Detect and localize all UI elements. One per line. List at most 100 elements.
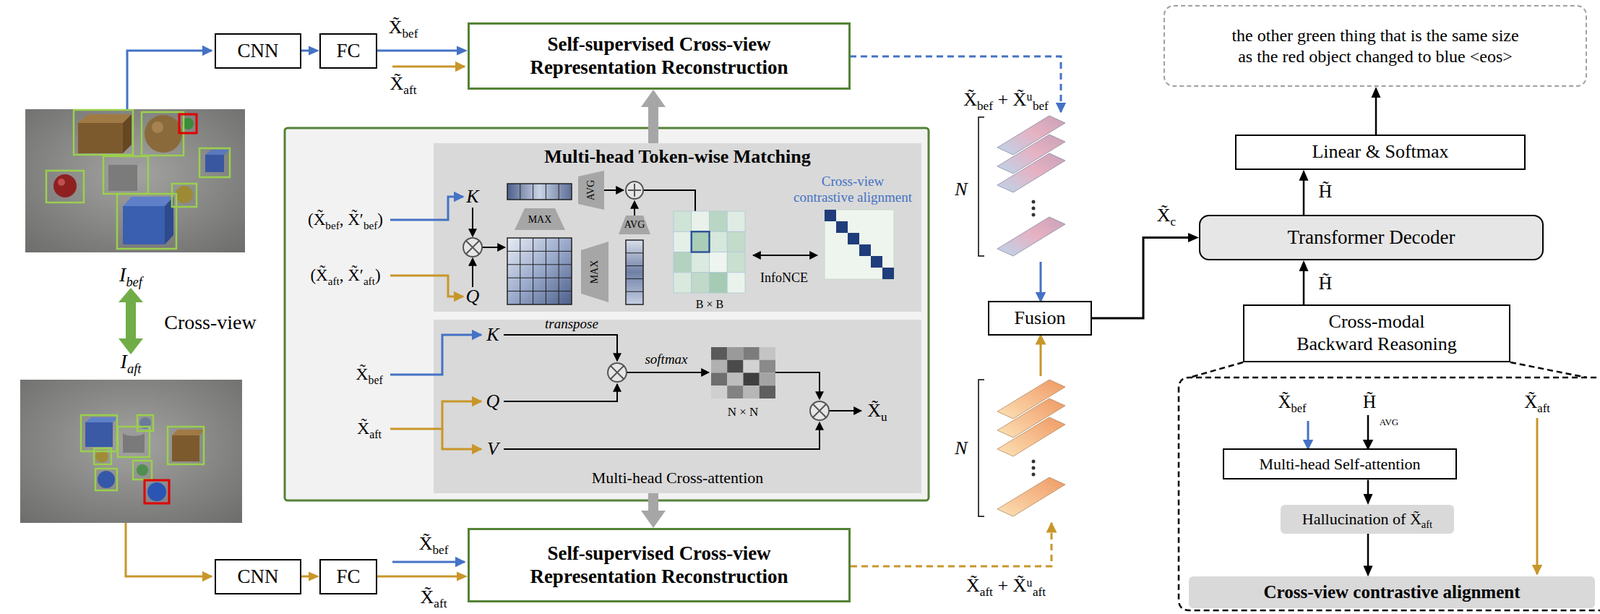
subscript: u: [880, 409, 888, 424]
node-text: Multi-head Cross-attention: [591, 468, 764, 488]
feature-stacks-g-polygon: [997, 476, 1066, 516]
after-image-circle: [97, 470, 115, 488]
arrowhead: [1371, 86, 1382, 98]
subscript: aft: [433, 596, 447, 610]
subscript: aft: [979, 584, 993, 599]
process-box: Hallucination of X̃aft: [1280, 504, 1455, 534]
label-text: X̃aft + X̃ᵘaft: [966, 574, 1046, 597]
arrowhead: [308, 46, 320, 56]
before-image-polygon: [78, 114, 132, 123]
label: MAX: [528, 213, 553, 226]
node-text: Self-supervised Cross-view Representatio…: [489, 33, 829, 80]
cross-attention-figure-g-rect: [711, 385, 728, 399]
feature-stacks-g-circle: [1031, 200, 1036, 204]
subscript: bef: [125, 274, 143, 290]
connector-line: [648, 492, 659, 511]
after-image-g-rect: [117, 426, 150, 457]
cross-attention-figure-g-path: [442, 428, 482, 449]
node-text: Cross-modal Backward Reasoning: [1292, 310, 1462, 355]
subscript: aft: [328, 273, 340, 287]
subscript: bef: [368, 373, 384, 386]
label: Cross-view contrastive alignment: [790, 173, 915, 206]
input-wires-path: [392, 65, 465, 68]
token-matching-figure-g-path: [753, 254, 818, 256]
before-image-g-rect: [46, 170, 84, 203]
node-text: FC: [336, 565, 360, 589]
connector-line: [301, 575, 310, 578]
connector: [641, 89, 666, 144]
cross-attention-figure-g-rect: [727, 359, 743, 373]
cross-attention-figure-circle: [810, 401, 829, 420]
token-matching-figure-g-rect: [673, 211, 692, 232]
node-text: the other green thing that is the same s…: [1226, 25, 1525, 67]
token-matching-figure-g-rect: [709, 211, 728, 232]
label: X̃bef: [355, 364, 384, 385]
token-matching-figure-g-path: [390, 196, 464, 220]
node-text: Multi-head Self-attention: [1259, 454, 1421, 474]
before-image-g-rect: [141, 112, 184, 156]
token-matching-figure-rect: [691, 231, 710, 252]
label: K: [466, 185, 479, 208]
label-text: MAX: [588, 260, 601, 285]
token-matching-figure-path: [466, 240, 480, 254]
cross-attention-figure-g-rect: [743, 372, 760, 386]
node-text: Multi-head Token-wise Matching: [544, 145, 811, 169]
cross-attention-figure-g-path: [390, 401, 482, 429]
cross-attention-figure-g-path: [390, 334, 482, 375]
before-image-polygon: [108, 158, 145, 165]
cross-attention-figure-g-rect: [743, 359, 760, 373]
label-text: X̃bef: [1277, 391, 1306, 413]
connector-line: [1367, 479, 1370, 495]
cross-attention-figure-g-rect: [727, 372, 743, 386]
connector: [377, 46, 468, 56]
after-image-g-rect: [95, 468, 118, 490]
before-image-g: [46, 109, 230, 249]
feature-stacks-g: [1031, 200, 1036, 217]
cross-attention-figure-g-rect: [759, 385, 776, 399]
subscript: bef: [325, 218, 339, 231]
connector-line: [377, 575, 458, 578]
subscript: aft: [1537, 401, 1550, 415]
label: B × B: [695, 297, 724, 311]
layer-box: FC: [319, 33, 378, 70]
cross-attention-figure-g-path: [503, 422, 820, 449]
connector: [1363, 479, 1374, 505]
connector-line: [1091, 237, 1189, 318]
token-matching-figure-rect: [625, 239, 644, 305]
label-text: X̃aft: [420, 586, 448, 608]
node-text: FC: [336, 39, 360, 63]
label-text: X̃u: [867, 399, 887, 422]
feature-stacks-path: [978, 117, 985, 516]
before-image-circle: [57, 178, 66, 186]
connector-line: [377, 49, 458, 53]
cross-attention-figure-g-path: [828, 409, 862, 412]
connector: [1363, 533, 1374, 576]
token-matching-figure-rect: [824, 209, 894, 279]
process-box: Multi-head Self-attention: [1222, 448, 1457, 480]
input-wires-path: [392, 560, 465, 563]
cross-attention-figure-circle: [607, 362, 627, 382]
feature-stacks-g-circle: [1031, 206, 1036, 211]
feature-stacks-g-circle: [1031, 466, 1036, 470]
module-panel-rect: [433, 319, 922, 493]
cross-attention-figure-g-path: [626, 371, 709, 373]
feature-stacks-g: [997, 379, 1066, 516]
edge-label-text: H̃: [1318, 180, 1333, 203]
node-text: Fusion: [1014, 307, 1066, 330]
after-image-ellipse: [122, 428, 145, 436]
token-matching-figure-g-rect: [709, 252, 728, 273]
token-matching-figure-polygon: [514, 208, 566, 230]
label: AVG: [624, 218, 646, 231]
subscript: aft: [1032, 584, 1046, 599]
cross-attention-figure-g-path: [503, 334, 618, 361]
label-text: Iaft: [120, 349, 142, 373]
label: Q: [466, 285, 480, 308]
label: softmax: [644, 351, 688, 368]
reasoning-detail-path: [1189, 362, 1587, 378]
cross-attention-figure-g: [711, 346, 776, 399]
before-image-polygon: [122, 114, 132, 154]
label: Q: [486, 390, 501, 412]
label-text: H̃: [1362, 391, 1376, 413]
connector: [301, 46, 320, 56]
layer-box: CNN: [214, 558, 302, 595]
